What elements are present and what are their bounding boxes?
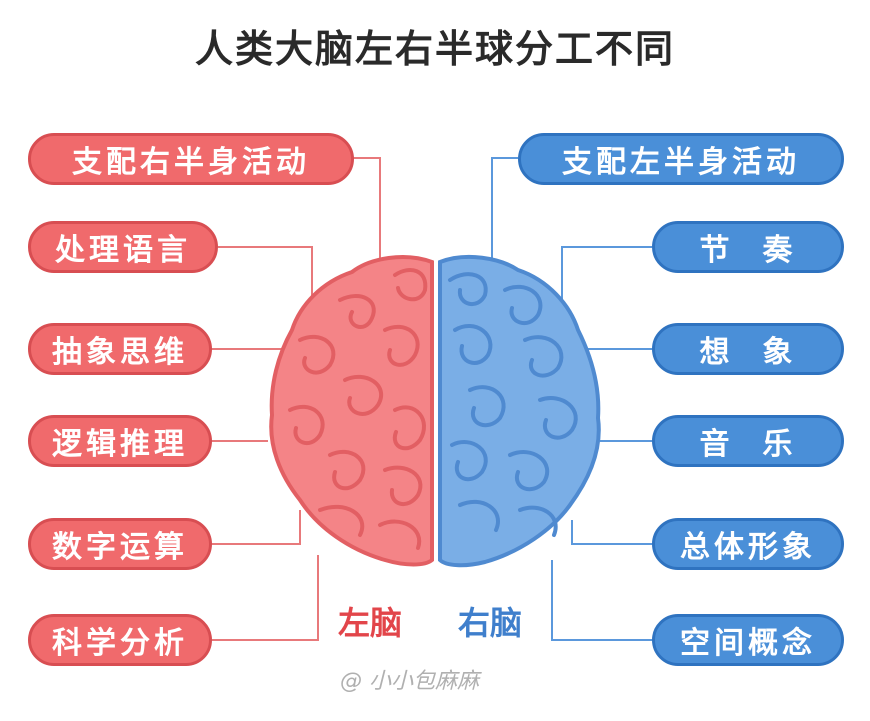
left-item-5-label: 数字运算	[52, 530, 188, 565]
right-item-3: 想 象	[652, 323, 844, 375]
right-hemisphere	[438, 255, 601, 568]
connector-right-2	[561, 246, 652, 310]
left-item-6-label: 科学分析	[52, 626, 188, 661]
left-item-6: 科学分析	[28, 614, 212, 666]
left-brain-label: 左脑	[338, 604, 403, 642]
left-gyri	[288, 268, 428, 550]
left-item-4-label: 逻辑推理	[52, 427, 188, 462]
right-item-3-label: 想 象	[699, 335, 797, 370]
left-item-2: 处理语言	[28, 221, 218, 273]
connector-right-5	[571, 520, 652, 545]
left-item-2-label: 处理语言	[55, 233, 191, 268]
right-item-6: 空间概念	[652, 614, 844, 666]
right-item-5-label: 总体形象	[680, 530, 816, 565]
right-gyri	[448, 272, 578, 537]
right-item-1-label: 支配左半身活动	[562, 145, 800, 180]
watermark: @ 小小包麻麻	[340, 669, 479, 694]
left-item-4: 逻辑推理	[28, 415, 212, 467]
right-item-2-label: 节 奏	[699, 233, 797, 268]
connector-right-6	[551, 560, 652, 641]
right-brain-label: 右脑	[458, 604, 523, 642]
right-item-4: 音 乐	[652, 415, 844, 467]
page-title: 人类大脑左右半球分工不同	[194, 27, 675, 71]
connector-left-1	[352, 157, 381, 268]
left-item-5: 数字运算	[28, 518, 212, 570]
left-item-3-label: 抽象思维	[52, 335, 188, 370]
connector-left-6	[210, 555, 319, 641]
right-item-1: 支配左半身活动	[518, 133, 844, 185]
left-item-1-label: 支配右半身活动	[72, 145, 310, 180]
connector-left-5	[210, 510, 301, 545]
right-item-4-label: 音 乐	[699, 427, 797, 462]
right-item-5: 总体形象	[652, 518, 844, 570]
connector-left-2	[218, 246, 313, 300]
connector-right-1	[491, 157, 518, 262]
left-item-3: 抽象思维	[28, 323, 212, 375]
right-item-2: 节 奏	[652, 221, 844, 273]
left-item-1: 支配右半身活动	[28, 133, 354, 185]
right-item-6-label: 空间概念	[680, 626, 816, 661]
